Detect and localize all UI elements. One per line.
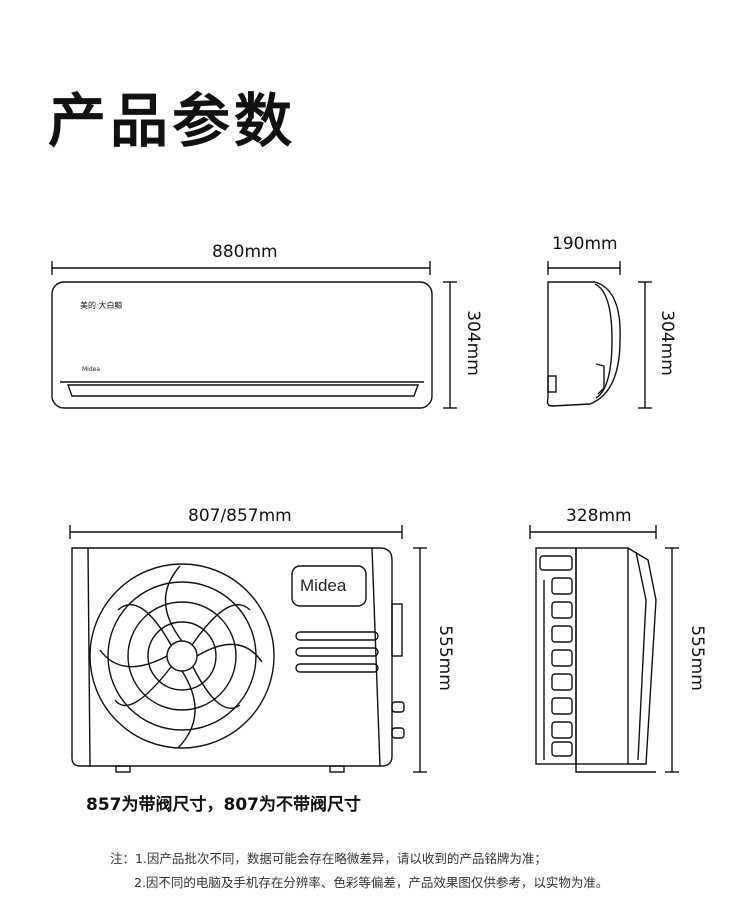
indoor-height-dimension-line [443,281,457,409]
outdoor-side-height-label: 555mm [686,625,707,691]
indoor-height-label: 304mm [462,310,483,376]
note-2: 2.因不同的电脑及手机存在分辨率、色彩等偏差，产品效果图仅供参考，以实物为准。 [134,875,609,890]
outdoor-unit-side [535,547,657,773]
indoor-side-height-label: 304mm [656,310,677,376]
outdoor-width-dimension-line [69,525,403,539]
indoor-brand-text: 美的·大白鲸 [80,301,123,310]
outdoor-side-height-dimension-line [665,547,679,773]
valve-size-caption: 857为带阀尺寸，807为不带阀尺寸 [86,795,361,815]
outdoor-height-dimension-line [413,547,427,773]
indoor-side-height-dimension-line [638,281,652,409]
indoor-unit-front [51,281,433,409]
indoor-depth-dimension-line [547,261,621,275]
indoor-width-dimension-line [51,261,431,275]
indoor-logo: Midea [82,366,101,373]
outdoor-depth-dimension-line [529,525,657,539]
outdoor-height-label: 555mm [434,625,455,691]
page-title: 产品参数 [48,87,297,155]
outdoor-unit-front [71,547,405,773]
outdoor-width-label: 807/857mm [188,506,292,526]
indoor-unit-side [546,281,621,407]
indoor-width-label: 880mm [212,242,278,262]
outdoor-depth-label: 328mm [566,506,632,526]
outdoor-logo: Midea [300,576,347,595]
note-1: 注：1.因产品批次不同，数据可能会存在略微差异，请以收到的产品铭牌为准； [110,851,547,866]
indoor-depth-label: 190mm [552,234,618,254]
